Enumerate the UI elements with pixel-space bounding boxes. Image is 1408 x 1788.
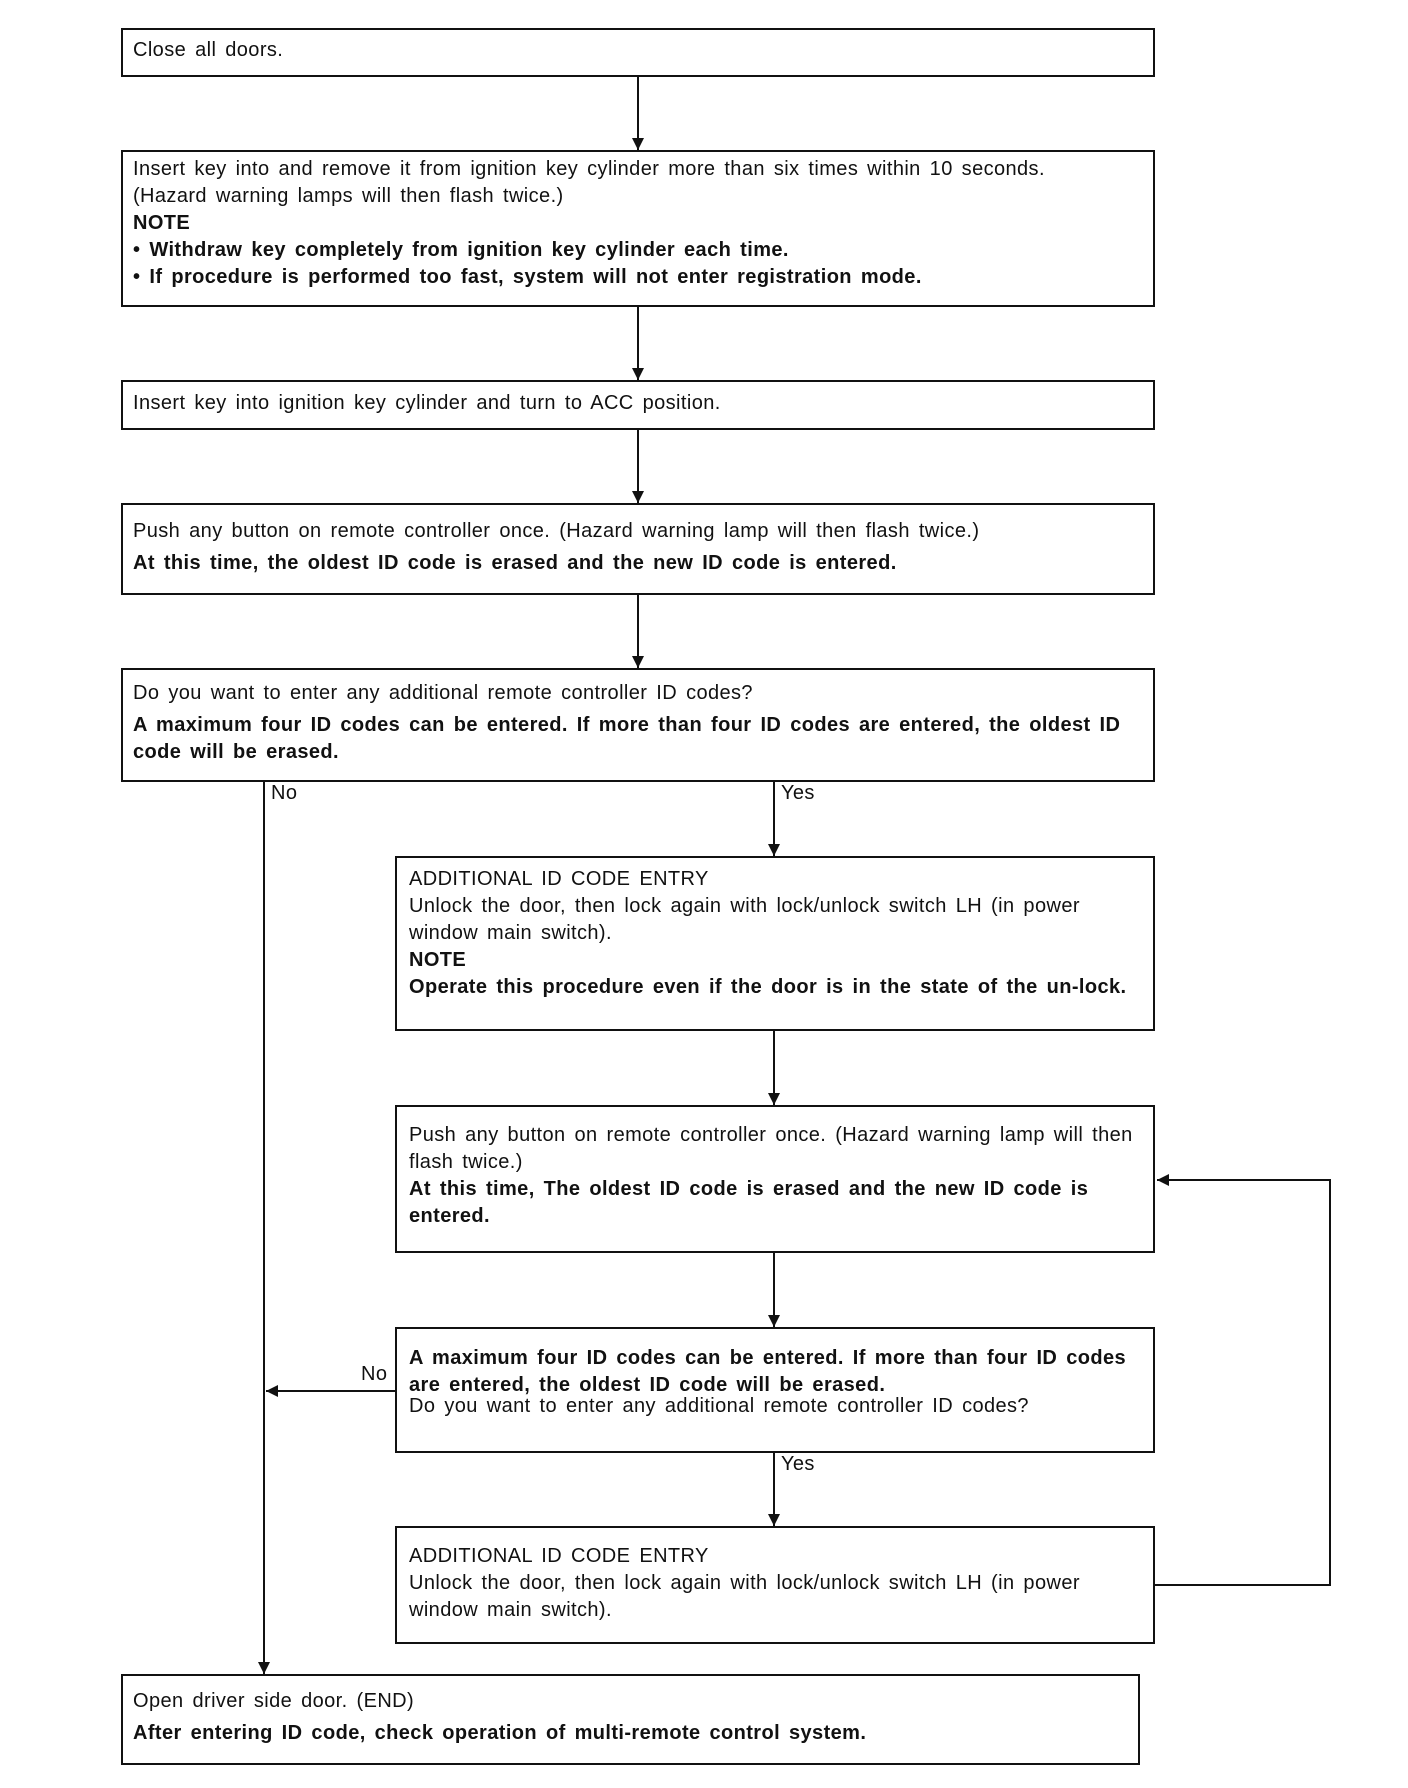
step-bold-text: At this time, the oldest ID code is eras… [133, 552, 897, 574]
step-text: Insert key into and remove it from ignit… [133, 158, 1045, 180]
label-yes-loop: Yes [781, 1453, 815, 1475]
step-end: Open driver side door. (END) After enter… [121, 1674, 1140, 1765]
step-text: Push any button on remote controller onc… [133, 520, 980, 542]
label-no-loop: No [361, 1363, 388, 1385]
step-bold-text: At this time, The oldest ID code is eras… [409, 1178, 1089, 1227]
entry-title: ADDITIONAL ID CODE ENTRY [409, 868, 709, 890]
step-text: Insert key into ignition key cylinder an… [133, 392, 721, 414]
question-text: Do you want to enter any additional remo… [409, 1395, 1029, 1417]
entry-title: ADDITIONAL ID CODE ENTRY [409, 1545, 709, 1567]
label-no-first: No [271, 782, 298, 804]
step-push-button-first: Push any button on remote controller onc… [121, 503, 1155, 595]
question-text: Do you want to enter any additional remo… [133, 682, 753, 704]
note-text: Operate this procedure even if the door … [409, 976, 1127, 998]
note-heading: NOTE [409, 949, 467, 971]
question-bold-text: A maximum four ID codes can be entered. … [133, 714, 1121, 763]
decision-additional-codes: Do you want to enter any additional remo… [121, 668, 1155, 782]
step-bold-text: After entering ID code, check operation … [133, 1722, 867, 1744]
step-insert-remove-key: Insert key into and remove it from ignit… [121, 150, 1155, 307]
note-item: • Withdraw key completely from ignition … [133, 239, 789, 261]
arrow-loop-back [1153, 1174, 1331, 1586]
step-additional-entry-1: ADDITIONAL ID CODE ENTRY Unlock the door… [395, 856, 1155, 1031]
step-turn-acc: Insert key into ignition key cylinder an… [121, 380, 1155, 430]
step-additional-entry-2: ADDITIONAL ID CODE ENTRY Unlock the door… [395, 1526, 1155, 1644]
note-heading: NOTE [133, 212, 191, 234]
entry-text: Unlock the door, then lock again with lo… [409, 895, 1080, 944]
decision-additional-codes-loop: A maximum four ID codes can be entered. … [395, 1327, 1155, 1453]
label-yes-first: Yes [781, 782, 815, 804]
step-text: Push any button on remote controller onc… [409, 1124, 1133, 1173]
step-push-button-loop: Push any button on remote controller onc… [395, 1105, 1155, 1253]
step-text-secondary: (Hazard warning lamps will then flash tw… [133, 185, 564, 207]
note-item: • If procedure is performed too fast, sy… [133, 266, 922, 288]
step-text: Open driver side door. (END) [133, 1690, 415, 1712]
step-text: Close all doors. [133, 39, 284, 61]
entry-text: Unlock the door, then lock again with lo… [409, 1572, 1080, 1621]
step-close-doors: Close all doors. [121, 28, 1155, 77]
question-bold-text: A maximum four ID codes can be entered. … [409, 1347, 1127, 1396]
